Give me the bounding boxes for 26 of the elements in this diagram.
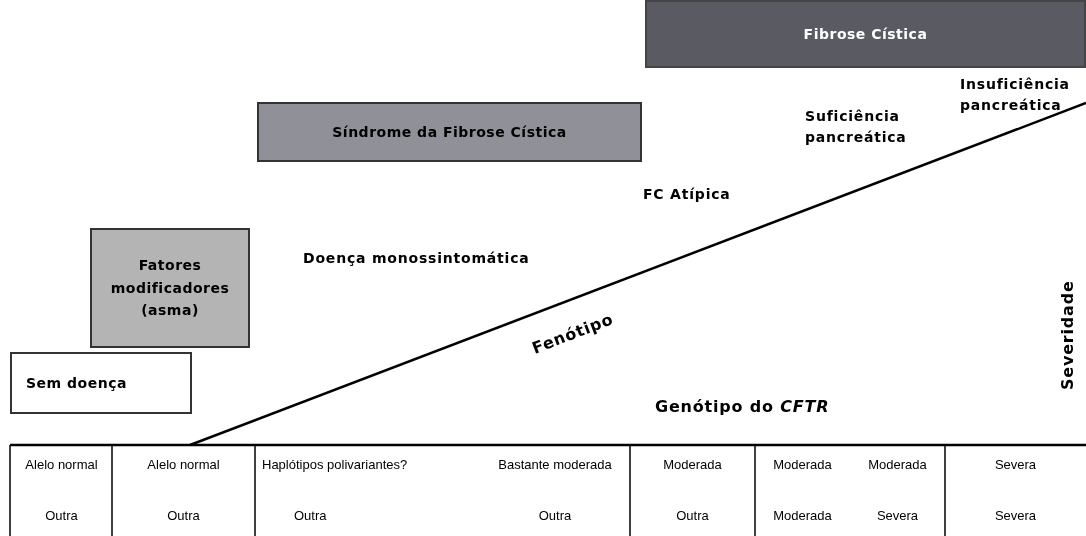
table-cell-text: Bastante moderada bbox=[497, 457, 613, 472]
table-cell-text: Outra bbox=[166, 508, 201, 523]
table-cell-text: Haplótipos polivariantes? bbox=[262, 457, 409, 472]
annotation-text: FC Atípica bbox=[643, 185, 731, 204]
table-cell-text: Moderada bbox=[772, 508, 833, 523]
table-cell-text: Outra bbox=[293, 508, 328, 523]
heading-bar: Fibrose Cística bbox=[645, 0, 1086, 68]
annotation-text: Insuficiência pancreática bbox=[960, 75, 1071, 115]
table-cell-text: Moderada bbox=[867, 457, 928, 472]
table-cell-text: Severa bbox=[875, 508, 920, 523]
axis-label: Genótipo do CFTR bbox=[655, 396, 830, 418]
annotation-text: Suficiência pancreática bbox=[805, 107, 908, 147]
table-cell-text: Outra bbox=[44, 508, 79, 523]
table-cell-text: Alelo normal bbox=[24, 457, 99, 472]
heading-box: Sem doença bbox=[10, 352, 192, 414]
table-cell-text: Alelo normal bbox=[146, 457, 221, 472]
table-cell-text: Severa bbox=[993, 508, 1038, 523]
annotation-text: Doença monossintomática bbox=[303, 249, 530, 268]
table-cell-text: Outra bbox=[675, 508, 710, 523]
table-cell-text: Outra bbox=[537, 508, 573, 523]
heading-box: Fatores modificadores (asma) bbox=[90, 228, 250, 348]
heading-box: Síndrome da Fibrose Cística bbox=[257, 102, 642, 162]
axis-label: Severidade bbox=[1057, 279, 1078, 390]
table-cell-text: Moderada bbox=[662, 457, 723, 472]
table-cell-text: Severa bbox=[993, 457, 1038, 472]
table-cell-text: Moderada bbox=[772, 457, 833, 472]
